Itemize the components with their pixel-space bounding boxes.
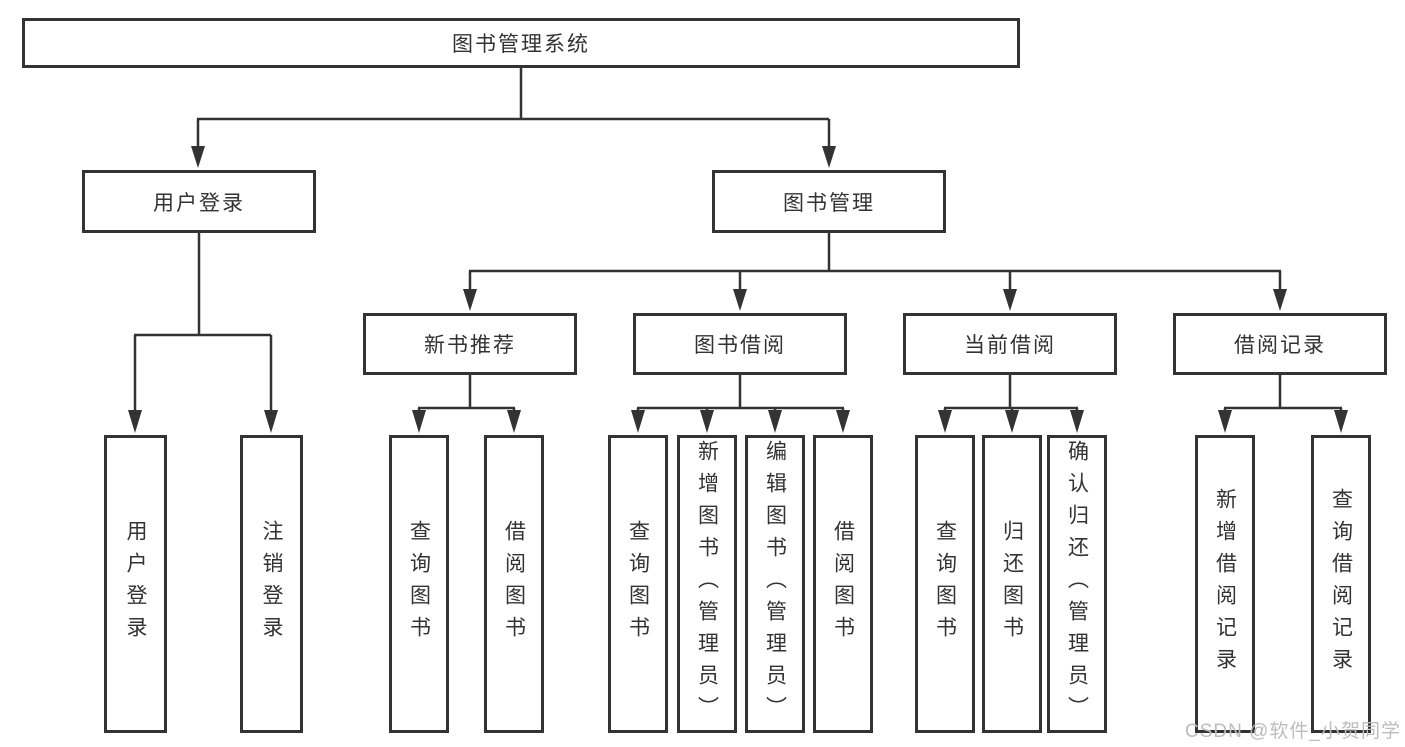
leaf-query-books-borrow: 查询图书 — [608, 435, 668, 733]
leaf-borrow-books-borrow: 借阅图书 — [813, 435, 873, 733]
arrowheads — [128, 146, 1348, 433]
leaf-logout: 注销登录 — [240, 435, 303, 733]
leaf-return-books: 归还图书 — [982, 435, 1042, 733]
leaf-edit-book-admin: 编辑图书（管理员） — [745, 435, 805, 733]
leaf-confirm-return-admin: 确认归还（管理员） — [1047, 435, 1107, 733]
node-book-management: 图书管理 — [712, 170, 946, 233]
csdn-watermark: CSDN @软件_小贺同学 — [1185, 721, 1401, 742]
node-library-management-system: 图书管理系统 — [22, 18, 1020, 68]
node-user-login: 用户登录 — [82, 170, 316, 233]
node-current-borrowing: 当前借阅 — [903, 313, 1117, 375]
leaf-add-book-admin: 新增图书（管理员） — [677, 435, 737, 733]
leaf-query-books-recommend: 查询图书 — [389, 435, 449, 733]
leaf-query-books-current: 查询图书 — [915, 435, 975, 733]
node-book-borrowing: 图书借阅 — [633, 313, 847, 375]
leaf-user-login: 用户登录 — [104, 435, 167, 733]
leaf-query-borrow-record: 查询借阅记录 — [1311, 435, 1371, 733]
leaf-borrow-books-recommend: 借阅图书 — [484, 435, 544, 733]
node-new-book-recommend: 新书推荐 — [363, 313, 577, 375]
leaf-add-borrow-record: 新增借阅记录 — [1195, 435, 1255, 733]
node-borrowing-records: 借阅记录 — [1173, 313, 1387, 375]
